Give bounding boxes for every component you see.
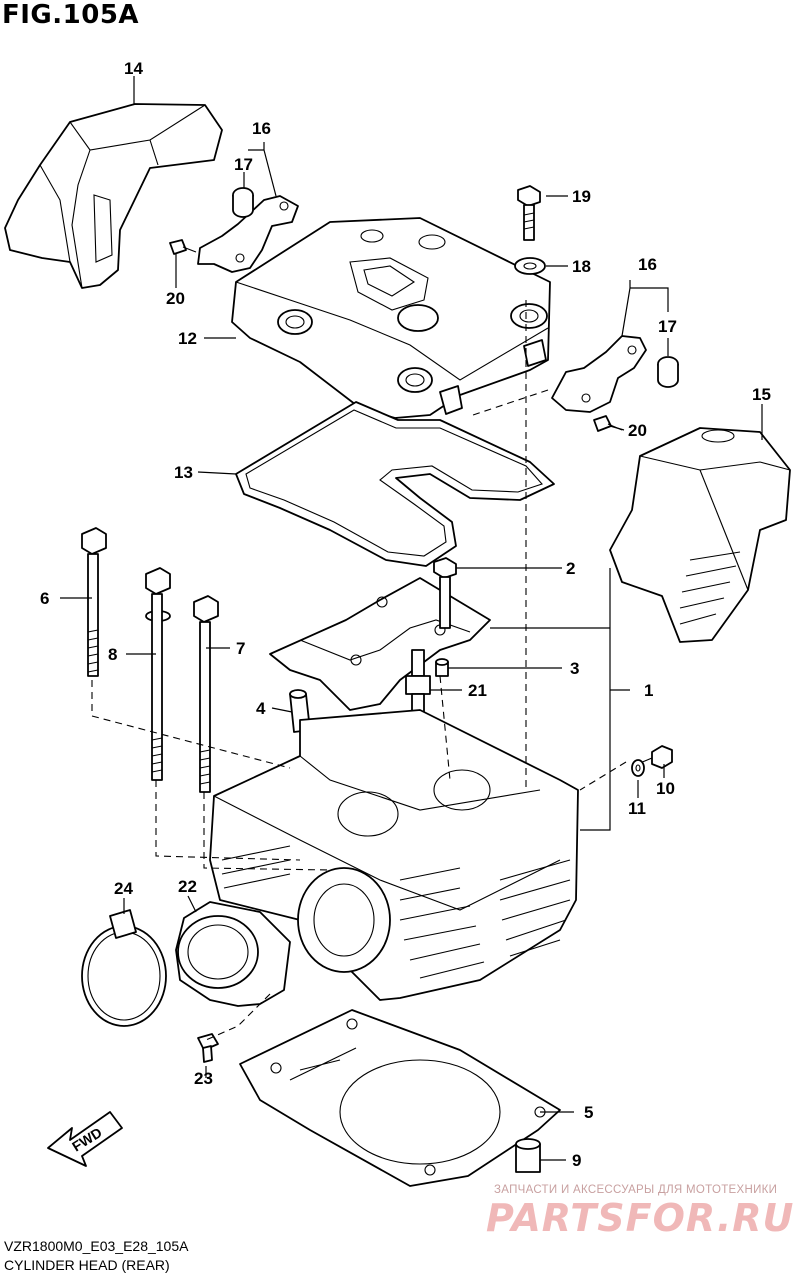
callout-17-left: 17 (234, 155, 253, 174)
callout-22: 22 (178, 877, 197, 896)
callout-16-left: 16 (252, 119, 271, 138)
part-18-washer (514, 257, 546, 275)
callout-13: 13 (174, 463, 193, 482)
part-1-camshaft-holder (269, 577, 491, 711)
callout-19: 19 (572, 187, 591, 206)
callout-23: 23 (194, 1069, 213, 1088)
callout-5: 5 (584, 1103, 593, 1122)
part-2-bolt (433, 557, 457, 629)
callout-6: 6 (40, 589, 49, 608)
callout-8: 8 (108, 645, 117, 664)
fwd-arrow-icon: FWD (47, 1111, 123, 1167)
callout-24: 24 (114, 879, 133, 898)
part-13-cover-gasket (235, 401, 555, 567)
part-17-grommet-right (657, 356, 679, 388)
callout-20-right: 20 (628, 421, 647, 440)
part-15-cover-right (609, 427, 791, 643)
callout-numbers: 14 16 17 20 12 13 19 18 16 17 20 15 6 8 … (40, 59, 771, 1170)
part-8-stud-bolt (145, 567, 171, 781)
figure-name: CYLINDER HEAD (REAR) (4, 1257, 170, 1273)
callout-15: 15 (752, 385, 771, 404)
figure-title: FIG.105A (2, 0, 140, 30)
cylinder-head-body (209, 709, 579, 1001)
part-3-dowel-pin (435, 658, 449, 677)
part-21-spark-plug (405, 649, 431, 715)
callout-4: 4 (256, 699, 266, 718)
part-5-head-gasket (239, 1009, 561, 1187)
callout-21: 21 (468, 681, 487, 700)
callout-18: 18 (572, 257, 591, 276)
part-16-bracket-right (551, 335, 647, 413)
callout-2: 2 (566, 559, 575, 578)
figure-code: VZR1800M0_E03_E28_105A (4, 1238, 189, 1254)
part-11-washer (631, 759, 645, 777)
part-22-intake-pipe (175, 901, 291, 1007)
callout-3: 3 (570, 659, 579, 678)
part-9-dowel-pin (515, 1138, 541, 1173)
part-20-bolt-left (169, 239, 197, 255)
callout-17-right: 17 (658, 317, 677, 336)
part-14-cover-left (4, 103, 223, 289)
part-12-head-cover (231, 217, 551, 419)
part-23-screw (197, 1033, 219, 1063)
callout-1: 1 (644, 681, 653, 700)
watermark-logo: PARTSFOR.RU (486, 1196, 795, 1240)
part-10-bolt (639, 745, 673, 769)
alignment-lines (91, 300, 627, 1041)
callout-14: 14 (124, 59, 143, 78)
part-16-bracket-left (197, 195, 299, 273)
callout-20-left: 20 (166, 289, 185, 308)
part-19-bolt (517, 185, 541, 241)
callout-7: 7 (236, 639, 245, 658)
callout-9: 9 (572, 1151, 581, 1170)
callout-16-right: 16 (638, 255, 657, 274)
part-6-stud-bolt (81, 527, 107, 677)
part-17-grommet-left (232, 187, 254, 218)
callout-11: 11 (628, 799, 646, 818)
watermark-tagline: ЗАПЧАСТИ И АКСЕССУАРЫ ДЛЯ МОТОТЕХНИКИ (494, 1184, 778, 1196)
callout-12: 12 (178, 329, 197, 348)
callout-10: 10 (656, 779, 675, 798)
part-7-stud-bolt (193, 595, 219, 793)
leader-lines (60, 76, 763, 1161)
part-24-hose-clamp (81, 909, 167, 1027)
